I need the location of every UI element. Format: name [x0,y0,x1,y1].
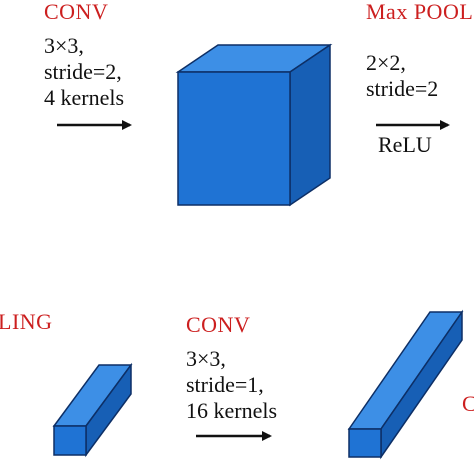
conv-params-bottom: 3×3, stride=1, 16 kernels [186,346,277,424]
pooling-title-partial: LING [0,309,53,334]
activation-label: ReLU [378,132,432,157]
conv-kernel-count: 4 kernels [44,85,125,110]
conv-stride: stride=2, [44,59,122,84]
max-pool-title: Max POOL [366,0,474,24]
conv-kernel-size: 3×3, [44,33,84,58]
conv-title-bottom: CONV [186,312,251,337]
feature-volume-short-bar [52,362,133,458]
conv-params-top: 3×3, stride=2, 4 kernels [44,33,124,111]
conv2-stride: stride=1, [186,372,264,397]
cube-side-face [289,43,331,207]
long-bar-front-face [348,428,382,458]
right-title-partial: C [462,391,474,416]
pool-params: 2×2, stride=2 [366,50,438,102]
pool-window-size: 2×2, [366,50,406,75]
pool-stride: stride=2 [366,76,439,101]
short-bar-front-face [53,425,87,456]
cube-front-face [177,71,291,206]
conv2-kernel-size: 3×3, [186,346,226,371]
feature-volume-large-cube [175,43,333,207]
conv-title-top: CONV [44,0,109,24]
feature-volume-long-bar [347,309,464,460]
conv2-kernel-count: 16 kernels [186,398,278,423]
